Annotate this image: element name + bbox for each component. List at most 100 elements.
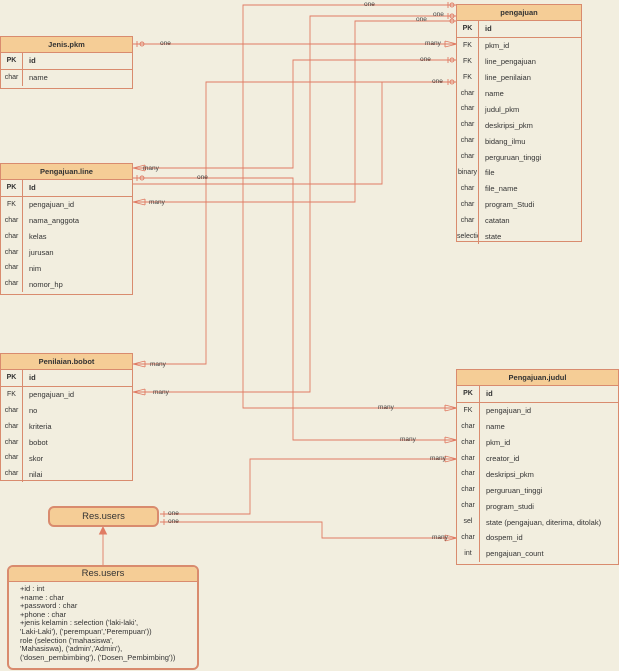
field-type: char: [457, 180, 479, 197]
field-type: char: [457, 450, 480, 467]
one-marker: [139, 175, 145, 181]
entity-field-row: char pkm_id: [457, 434, 618, 451]
entity-field-row: char kriteria: [1, 418, 132, 435]
field-name: name: [485, 89, 504, 98]
field-type: char: [1, 434, 23, 451]
res-users-box[interactable]: Res.users: [48, 506, 159, 527]
class-attribute: +id : int: [20, 584, 45, 593]
many-marker: [132, 164, 146, 172]
field-type: sel: [457, 514, 480, 531]
field-name: pkm_id: [486, 438, 511, 448]
field-name: nilai: [29, 469, 43, 479]
res-users-class-title: Res.users: [9, 567, 197, 582]
rel-pengajuan-to-judul-id: [242, 4, 457, 409]
field-type: char: [457, 434, 480, 451]
entity-title: pengajuan: [457, 5, 581, 21]
relation-label-one: one: [364, 1, 375, 8]
rel-line-pengajuan: [133, 59, 457, 169]
field-name: file: [485, 168, 495, 178]
relation-label-many: many: [400, 436, 416, 443]
entity-title: Pengajuan.line: [1, 164, 132, 180]
field-name: perguruan_tinggi: [485, 152, 542, 162]
relation-label-many: many: [150, 361, 166, 368]
field-name: id: [486, 389, 493, 399]
field-name: line_penilaian: [485, 73, 531, 83]
relation-label-one: one: [168, 518, 179, 525]
field-type: char: [1, 466, 23, 483]
field-name: kelas: [29, 232, 47, 242]
res-users-class[interactable]: Res.users +id : int+name : char+password…: [7, 565, 199, 670]
field-type: char: [457, 482, 480, 499]
many-marker: [132, 198, 146, 206]
field-type: FK: [457, 37, 479, 54]
class-attribute: ('dosen_pembimbing'), ('Dosen_Pembimbing…: [20, 652, 176, 662]
field-name: line_pengajuan: [485, 57, 536, 67]
rel-line-to-judul-pkm: [133, 177, 457, 441]
field-name: pengajuan_count: [486, 549, 544, 559]
entity-field-row: char judul_pkm: [457, 101, 581, 118]
field-type: FK: [457, 402, 480, 419]
relation-label-many: many: [378, 404, 394, 411]
one-marker: [449, 2, 455, 8]
field-type: char: [457, 530, 480, 546]
entity-field-row: char file_name: [457, 180, 581, 197]
field-type: char: [457, 133, 479, 150]
field-name: catatan: [485, 216, 510, 226]
relation-label-one: one: [432, 78, 443, 85]
field-name: kriteria: [29, 422, 52, 432]
entity-title: Penilaian.bobot: [1, 354, 132, 370]
one-marker: [449, 18, 455, 24]
field-type: char: [457, 117, 479, 134]
field-name: judul_pkm: [485, 104, 520, 114]
field-type: char: [457, 101, 479, 118]
class-attribute: +jenis kelamin : selection ('laki-laki',: [20, 618, 139, 628]
field-type: char: [457, 466, 480, 483]
field-name: program_Studi: [485, 200, 535, 210]
relation-label-many: many: [153, 389, 169, 396]
field-type: FK: [1, 196, 23, 213]
field-name: skor: [29, 453, 44, 463]
field-name: file_name: [485, 184, 518, 194]
entity-field-row: selectionstate: [457, 228, 581, 245]
class-attribute: 'Mahasiswa), ('admin','Admin'),: [20, 644, 123, 654]
field-name: pengajuan_id: [29, 390, 75, 400]
rel-users-to-dospem: [160, 521, 457, 539]
field-name: id: [29, 373, 36, 383]
rel-line-to-pengajuan: [133, 82, 383, 185]
rel-pengajuan-to-line: [133, 20, 457, 203]
field-type: char: [1, 418, 23, 435]
field-type: binary: [457, 165, 479, 181]
field-type: char: [457, 196, 479, 213]
field-type: char: [1, 212, 23, 229]
field-name: perguruan_tinggi: [486, 485, 543, 495]
one-marker: [160, 519, 167, 525]
